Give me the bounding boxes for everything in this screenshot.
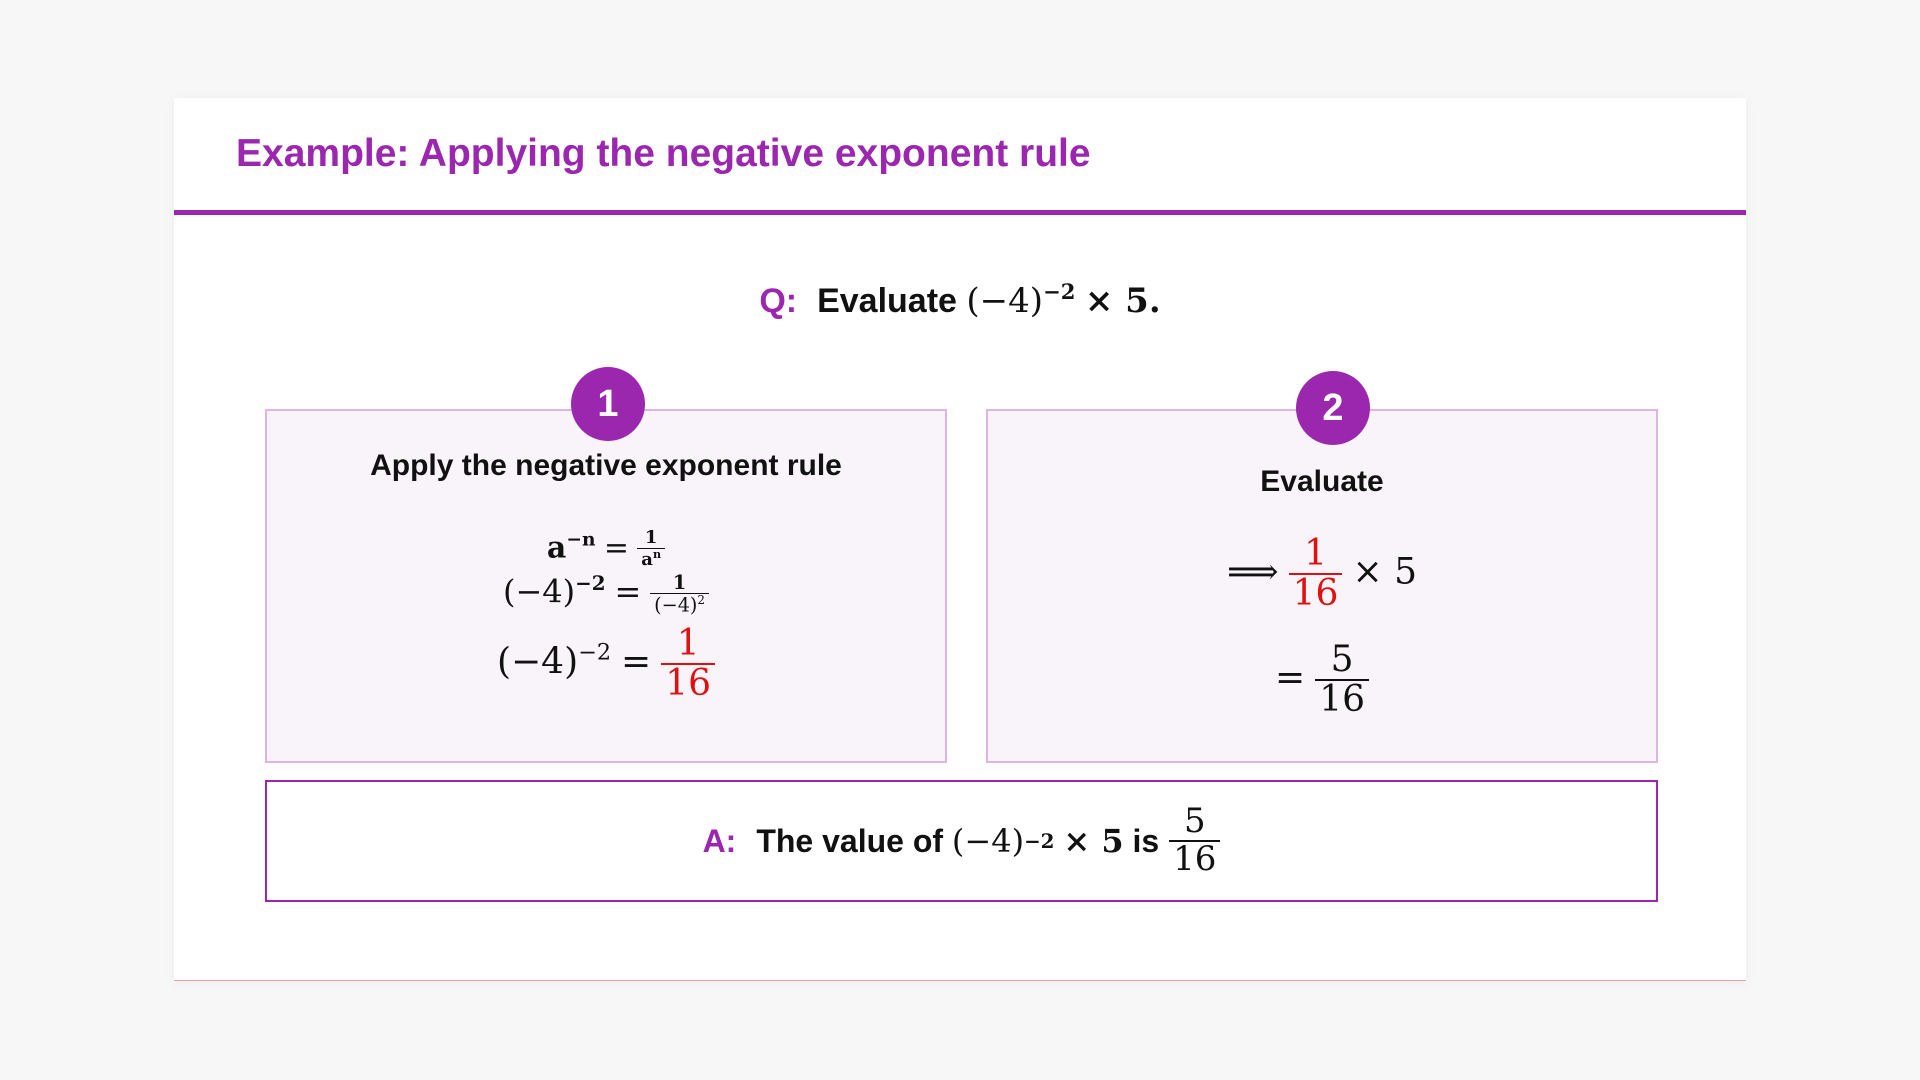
- result-numerator: 1: [676, 623, 700, 664]
- substitution-equation: (−4)−2 = 1 (−4)2: [267, 571, 945, 615]
- substitution-equals: =: [614, 572, 642, 611]
- evaluate-denominator-1: 16: [1288, 572, 1343, 613]
- step-1-badge: 1: [571, 367, 645, 441]
- rule-numerator: 1: [644, 527, 658, 548]
- evaluate-fraction-2: 5 16: [1315, 641, 1369, 719]
- page-title: Example: Applying the negative exponent …: [236, 132, 1091, 175]
- answer-exponent: −2: [1024, 829, 1055, 853]
- answer-numerator: 5: [1183, 801, 1206, 842]
- answer-box: A: The value of (−4)−2 × 5 is 5 16: [265, 780, 1658, 902]
- step-2-badge: 2: [1296, 371, 1370, 445]
- question-label: Q:: [759, 282, 798, 321]
- question-rest: × 5.: [1084, 281, 1161, 322]
- substitution-numerator: 1: [672, 570, 687, 594]
- question-text: Evaluate: [817, 282, 957, 321]
- result-equation: (−4)−2 = 1 16: [267, 625, 945, 703]
- evaluate-numerator-2: 5: [1330, 639, 1354, 680]
- rule-base: a: [546, 530, 567, 566]
- answer-is: is: [1132, 822, 1160, 859]
- evaluate-fraction-1: 1 16: [1288, 533, 1343, 613]
- evaluate-line-1: ⟹ 1 16 × 5: [988, 535, 1656, 613]
- substitution-denominator: (−4)2: [650, 592, 709, 617]
- answer-times: × 5: [1063, 822, 1124, 860]
- step-1-panel: 1 Apply the negative exponent rule a−n =…: [265, 367, 947, 763]
- evaluate-denominator-2: 16: [1315, 678, 1369, 719]
- evaluate-equals: =: [1275, 657, 1306, 699]
- slide-card: Example: Applying the negative exponent …: [174, 98, 1746, 981]
- step-2-title: Evaluate: [1260, 465, 1384, 498]
- answer-label: A:: [702, 822, 737, 859]
- step-1-title: Apply the negative exponent rule: [370, 449, 842, 482]
- answer-fraction: 5 16: [1169, 801, 1221, 878]
- result-exponent: −2: [578, 639, 612, 666]
- result-denominator: 16: [661, 662, 716, 703]
- substitution-base: (−4): [503, 572, 576, 611]
- answer-denominator: 16: [1169, 840, 1221, 878]
- rule-equals: =: [603, 530, 629, 566]
- substitution-fraction: 1 (−4)2: [650, 570, 709, 617]
- question-line: Q: Evaluate (−4)−2 × 5.: [174, 279, 1746, 321]
- evaluate-line-2: = 5 16: [988, 641, 1656, 719]
- step-2-panel: 2 Evaluate ⟹ 1 16 × 5 = 5 16: [986, 371, 1658, 763]
- substitution-exponent: −2: [575, 571, 606, 595]
- implies-arrow: ⟹: [1227, 551, 1279, 593]
- question-exponent: −2: [1043, 279, 1076, 304]
- rule-equation: a−n = 1 an: [267, 527, 945, 570]
- rule-denominator: an: [637, 547, 666, 570]
- evaluate-numerator-1: 1: [1304, 533, 1327, 574]
- result-fraction: 1 16: [661, 623, 716, 703]
- substitution-denominator-base: (−4): [654, 593, 698, 617]
- answer-base: (−4): [951, 822, 1025, 860]
- result-equals: =: [621, 641, 652, 683]
- title-divider: [174, 210, 1746, 215]
- rule-fraction: 1 an: [637, 527, 666, 570]
- answer-text: The value of: [756, 822, 944, 859]
- rule-exponent: −n: [566, 529, 596, 551]
- question-base: (−4): [966, 281, 1044, 322]
- substitution-denominator-exponent: 2: [697, 592, 705, 607]
- evaluate-times: × 5: [1352, 551, 1417, 593]
- rule-denominator-exponent: n: [652, 547, 662, 561]
- rule-denominator-base: a: [641, 548, 653, 570]
- result-base: (−4): [496, 641, 579, 683]
